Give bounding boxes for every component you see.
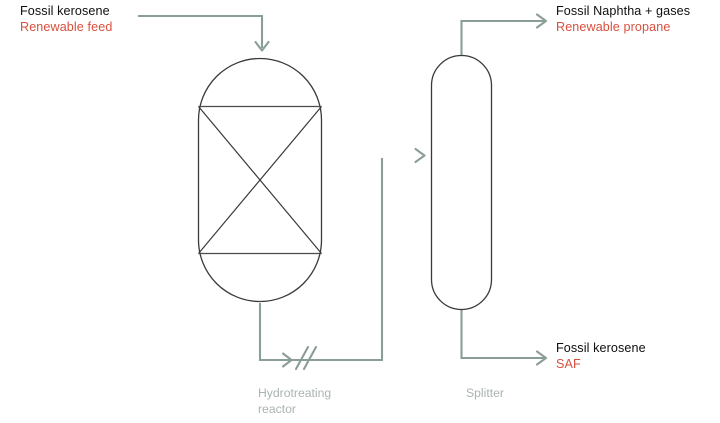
- label-saf-accent: SAF: [556, 356, 581, 371]
- label-overhead-stream: Fossil Naphtha + gases Renewable propane: [556, 4, 690, 35]
- arrowhead-reactor-bottoms: [281, 352, 293, 368]
- label-naphtha-accent: Renewable propane: [556, 19, 671, 34]
- label-feed-accent: Renewable feed: [20, 19, 113, 34]
- stream-overhead: [460, 13, 548, 56]
- caption-hydrotreating-reactor: Hydrotreating reactor: [258, 386, 332, 416]
- arrowhead-bottoms: [535, 350, 548, 366]
- splitter-column-vessel: [430, 54, 493, 311]
- break-symbol: [294, 345, 318, 371]
- stream-bottoms: [460, 308, 548, 366]
- stream-reactor-bottoms: [258, 147, 426, 371]
- label-feed-stream: Fossil kerosene Renewable feed: [20, 4, 112, 35]
- label-bottoms-stream: Fossil kerosene SAF: [556, 341, 646, 372]
- reactor-bed-diagonal-b: [198, 106, 322, 254]
- label-naphtha-primary: Fossil Naphtha + gases: [556, 4, 691, 18]
- arrowhead-splitter-inlet: [414, 147, 426, 164]
- stream-feed: [138, 14, 270, 52]
- caption-splitter: Splitter: [466, 386, 504, 400]
- label-saf-primary: Fossil kerosene: [556, 341, 646, 355]
- hydrotreating-reactor-vessel: [197, 57, 323, 303]
- label-feed-primary: Fossil kerosene: [20, 4, 110, 18]
- arrowhead-overhead: [535, 13, 548, 29]
- arrowhead-feed: [254, 40, 270, 52]
